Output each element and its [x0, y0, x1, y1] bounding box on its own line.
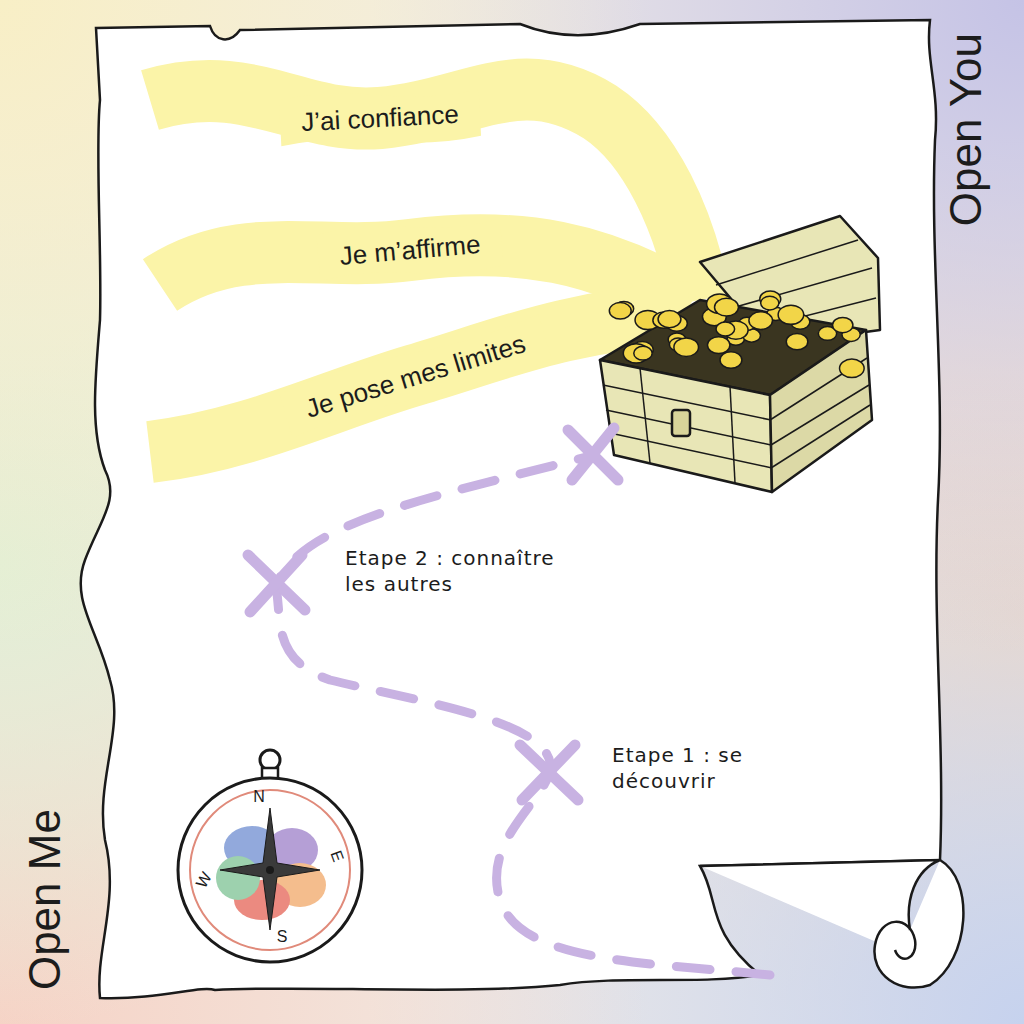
gold-coin [778, 305, 804, 324]
gold-coin [716, 322, 735, 336]
gold-coin [833, 317, 853, 332]
gold-coin [609, 303, 631, 319]
chest-front [600, 360, 772, 492]
compass-case [178, 778, 362, 962]
ribbon-band-fill [278, 311, 553, 442]
ribbon-band: Je pose mes limites [278, 312, 552, 441]
treasure-chest [600, 216, 880, 492]
ribbon-band-fill [279, 86, 482, 150]
x-mark [568, 428, 618, 480]
compass [178, 750, 362, 962]
vertical-title: Open You [937, 33, 994, 226]
ribbon-band: Je m’affirme [316, 216, 504, 284]
gold-coin [707, 337, 729, 354]
ribbon-band-fill [316, 215, 504, 285]
step-label: Etape 1 : se découvrir [612, 742, 812, 794]
chest-side [770, 330, 872, 492]
gold-coins [609, 291, 864, 377]
petal [216, 856, 260, 900]
gold-coin [840, 359, 865, 377]
gold-coin [749, 312, 773, 330]
gold-coin [674, 338, 699, 356]
chest-lock [672, 410, 690, 436]
x-mark [248, 555, 305, 612]
gold-coin [658, 311, 681, 328]
compass-pivot [266, 866, 274, 874]
x-marks [248, 428, 618, 800]
compass-needle [220, 808, 320, 930]
gold-coin [634, 346, 652, 360]
ribbon-text: J’ai confiance [284, 88, 476, 149]
compass-letter: E [324, 847, 347, 864]
vertical-title: Open Me [15, 810, 72, 991]
step-label: Etape 2 : connaître les autres [345, 545, 560, 597]
compass-letter: W [192, 868, 218, 891]
x-mark [520, 745, 578, 800]
gold-coin [786, 334, 808, 350]
ribbon-text: Je m’affirme [322, 217, 499, 283]
gold-coin [715, 298, 739, 316]
chest-planks [603, 358, 870, 483]
compass-face [190, 790, 350, 950]
gold-coin [761, 296, 779, 310]
ribbon-text: Je pose mes limites [283, 314, 547, 439]
compass-letter: S [277, 927, 288, 948]
compass-letter: N [253, 787, 265, 808]
ribbon-band: J’ai confiance [279, 87, 481, 149]
parchment [81, 20, 941, 998]
gold-coin [720, 352, 742, 368]
